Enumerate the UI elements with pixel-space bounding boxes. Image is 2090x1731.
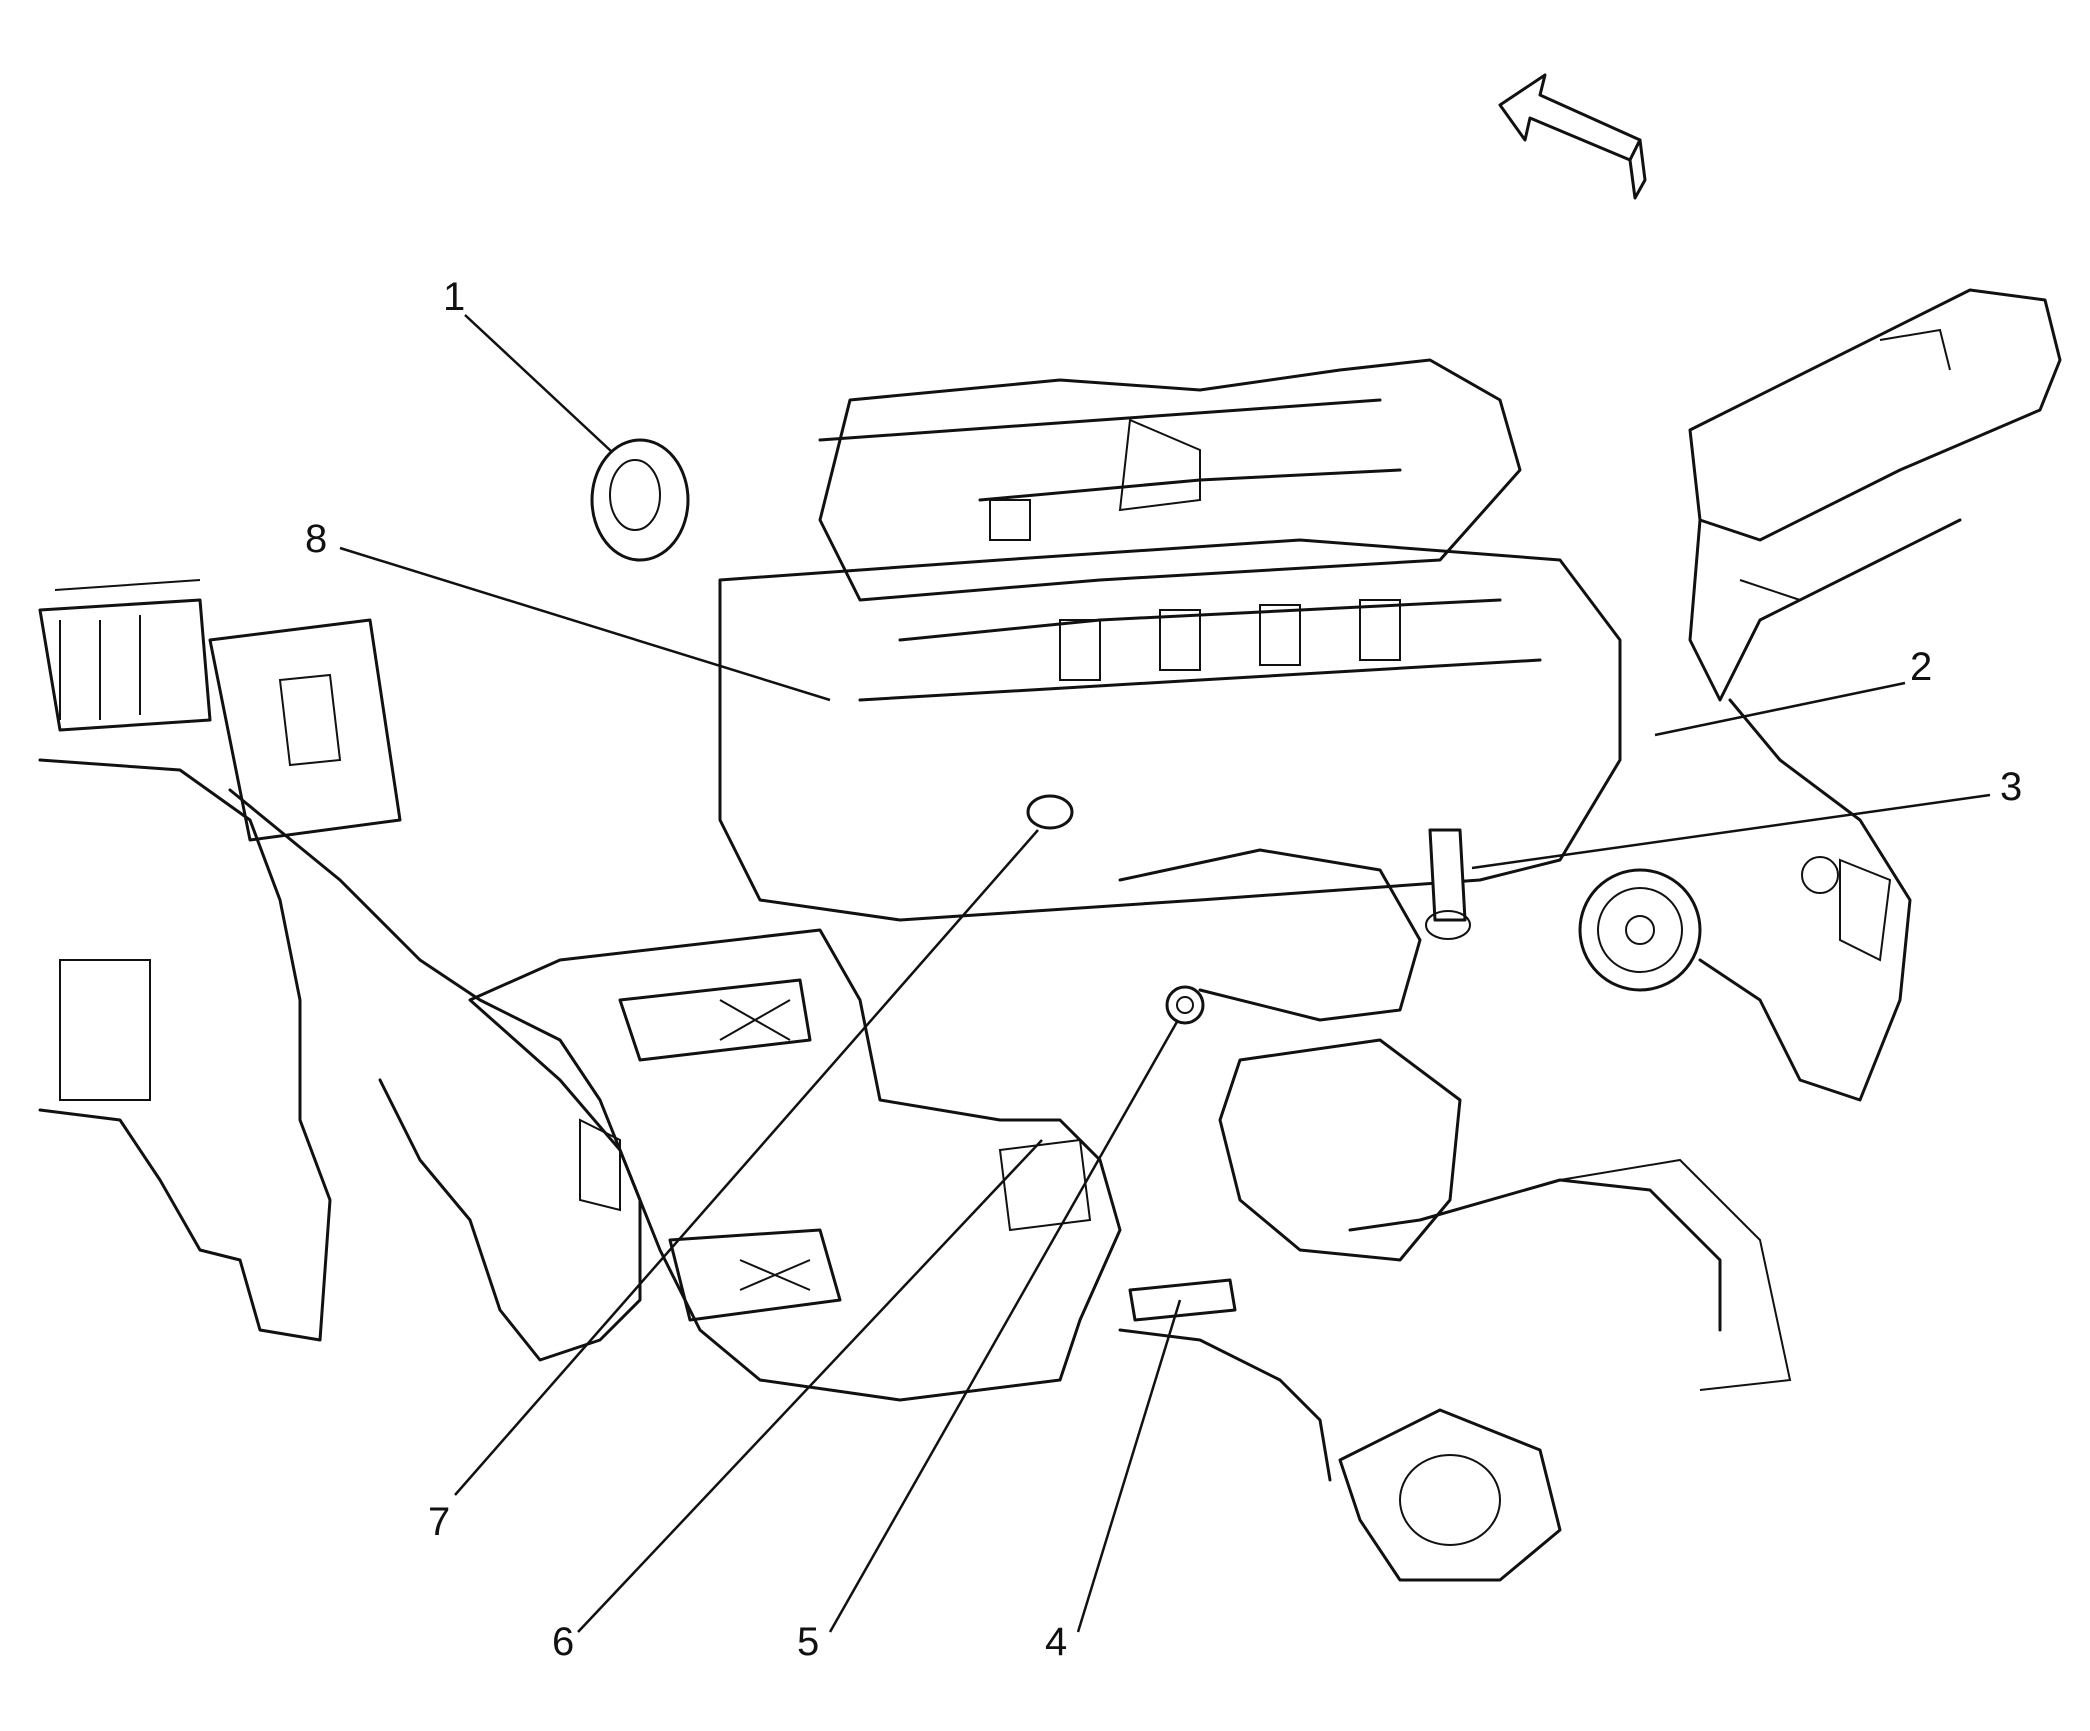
callout-3: 3 xyxy=(2000,765,2022,809)
callout-leaders xyxy=(339,314,1991,1633)
leader-1 xyxy=(464,314,613,453)
engine-block xyxy=(718,538,1622,922)
engine-cradle xyxy=(468,928,1122,1402)
right-fender-panel xyxy=(1688,288,2062,1102)
callout-5: 5 xyxy=(797,1620,819,1664)
oxygen-sensor-1 xyxy=(1425,828,1471,940)
front-of-vehicle-arrow-icon xyxy=(1498,73,1647,200)
leader-5 xyxy=(828,1019,1180,1633)
leader-4 xyxy=(1076,1299,1182,1633)
control-module xyxy=(38,579,402,842)
callout-labels: 1 2 3 4 5 6 7 8 xyxy=(305,275,2022,1664)
left-fender-panel xyxy=(38,758,642,1362)
callout-6: 6 xyxy=(552,1620,574,1664)
callout-2: 2 xyxy=(1910,645,1932,689)
oxygen-sensor-2 xyxy=(1128,1278,1237,1322)
leader-8 xyxy=(339,546,831,702)
throttle-body xyxy=(590,438,690,562)
sensor-connector xyxy=(1026,794,1074,830)
accessory-pulley xyxy=(1578,868,1702,992)
exhaust-manifold xyxy=(1118,848,1792,1582)
callout-7: 7 xyxy=(428,1500,450,1544)
callout-4: 4 xyxy=(1045,1620,1067,1664)
callout-1: 1 xyxy=(443,275,465,319)
leader-7 xyxy=(454,829,1039,1496)
callout-8: 8 xyxy=(305,517,327,561)
leader-2 xyxy=(1654,681,1906,737)
leader-6 xyxy=(577,1139,1043,1633)
knock-sensor xyxy=(1165,985,1205,1025)
engine-intake-manifold xyxy=(818,358,1522,602)
leader-3 xyxy=(1471,793,1991,870)
